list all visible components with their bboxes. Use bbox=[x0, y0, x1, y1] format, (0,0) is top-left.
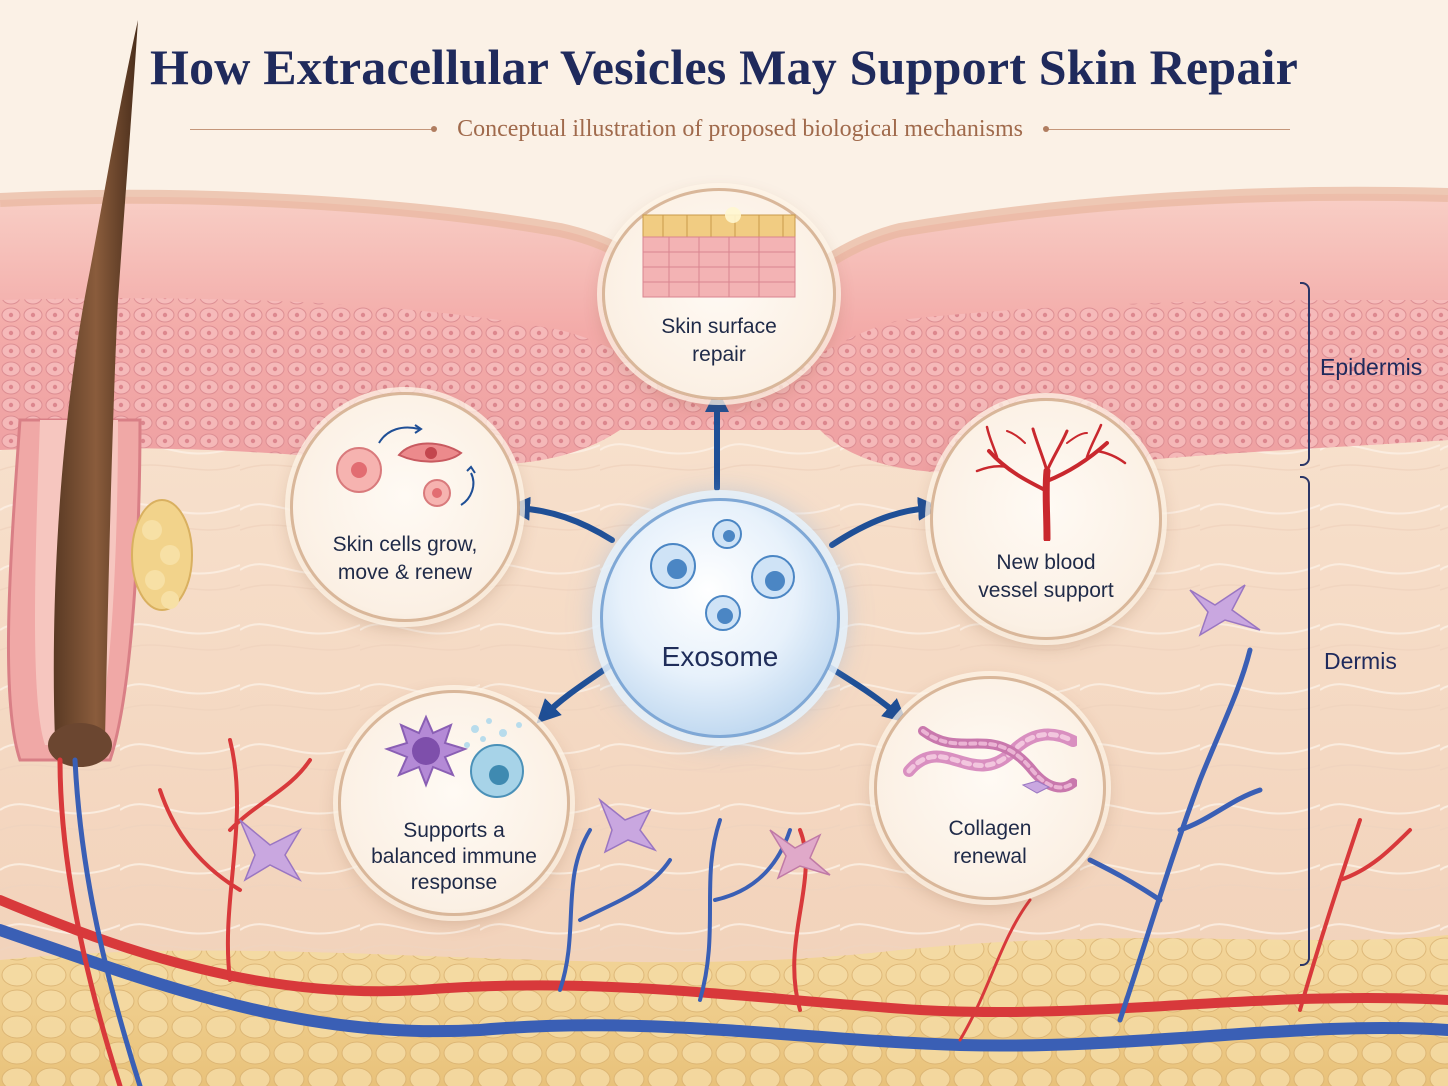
vessels-label-line2: vessel support bbox=[978, 579, 1114, 602]
cells-label-line1: Skin cells grow, bbox=[332, 533, 478, 556]
subtitle-divider-left bbox=[190, 125, 438, 132]
migrating-cells-icon bbox=[336, 424, 476, 507]
diagram-subtitle: Conceptual illustration of proposed biol… bbox=[457, 115, 1023, 142]
effect-skin-surface-repair: Skin surface repair bbox=[602, 188, 836, 400]
skin-layers-icon bbox=[642, 207, 796, 298]
subtitle-divider-right bbox=[1042, 125, 1291, 132]
collagen-label-line2: renewal bbox=[953, 845, 1027, 868]
vesicle-cluster-icon bbox=[650, 519, 795, 631]
effect-balanced-immune-response: Supports a balanced immune response bbox=[338, 690, 570, 916]
dermis-bracket bbox=[1300, 476, 1310, 966]
immune-cell-icon bbox=[383, 714, 524, 798]
diagram-title: How Extracellular Vesicles May Support S… bbox=[149, 39, 1298, 95]
epidermis-label: Epidermis bbox=[1320, 354, 1423, 380]
surface-label-line1: Skin surface bbox=[661, 315, 777, 338]
dermis-label: Dermis bbox=[1324, 648, 1397, 674]
effect-skin-cells-renew: Skin cells grow, move & renew bbox=[290, 392, 520, 622]
effect-collagen-renewal: Collagen renewal bbox=[874, 676, 1106, 900]
arrow-to-vessels bbox=[829, 496, 942, 548]
epidermis-bracket bbox=[1300, 282, 1310, 466]
exosome-node: Exosome bbox=[600, 498, 840, 738]
surface-label-line2: repair bbox=[692, 343, 746, 366]
immune-label-line1: Supports a bbox=[403, 819, 505, 842]
exosome-label: Exosome bbox=[661, 641, 779, 672]
vessels-label-line1: New blood bbox=[996, 551, 1096, 574]
immune-label-line3: response bbox=[410, 871, 498, 894]
immune-label-line2: balanced immune bbox=[371, 845, 537, 868]
effect-blood-vessel-support: New blood vessel support bbox=[930, 398, 1162, 640]
subtitle-row: Conceptual illustration of proposed biol… bbox=[190, 112, 1291, 146]
collagen-fiber-icon bbox=[903, 726, 1077, 794]
blood-vessel-branch-icon bbox=[975, 423, 1127, 541]
collagen-label-line1: Collagen bbox=[948, 817, 1032, 840]
cells-label-line2: move & renew bbox=[337, 561, 473, 584]
arrow-to-cells bbox=[506, 496, 615, 543]
